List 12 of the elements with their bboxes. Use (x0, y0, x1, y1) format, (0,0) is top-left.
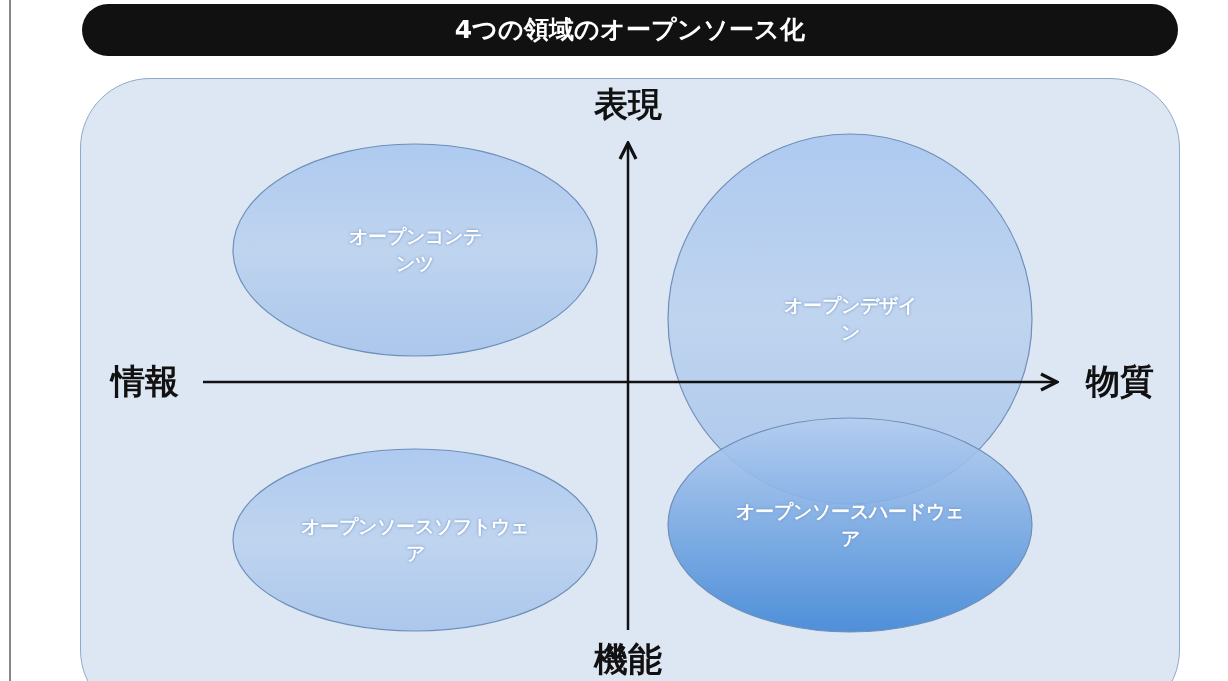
node-label: オープンソースハードウェア (735, 499, 965, 551)
axis-label: 物質 (1086, 360, 1154, 403)
axis-label: 機能 (594, 638, 662, 681)
node-label: オープンコンテンツ (347, 224, 483, 276)
axis-label: 表現 (594, 83, 662, 126)
node-label: オープンデザイン (782, 293, 918, 345)
node-label: オープンソースソフトウェア (300, 514, 530, 566)
axis-label: 情報 (111, 360, 179, 403)
oval-node (232, 143, 598, 357)
oval-node (667, 417, 1033, 633)
oval-node (232, 448, 598, 632)
title: 4つの領域のオープンソース化 (454, 13, 806, 46)
